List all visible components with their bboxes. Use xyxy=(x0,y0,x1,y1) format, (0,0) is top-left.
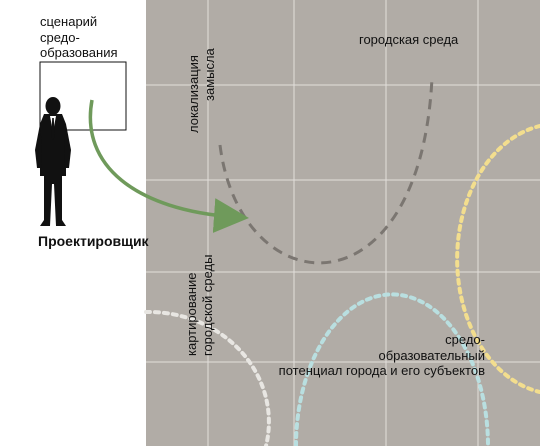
mapping-dotted-circle xyxy=(144,309,271,446)
potential-label-2: образовательный xyxy=(379,348,486,363)
businessman-silhouette-icon xyxy=(35,97,71,226)
potential-dotted-circle xyxy=(294,292,490,446)
panel-grid xyxy=(146,0,540,446)
scenario-label-3: образования xyxy=(40,45,118,60)
localization-label-2: замысла xyxy=(202,47,217,101)
scenario-label-1: сценарий xyxy=(40,14,97,29)
urban-environment-label: городская среда xyxy=(359,32,459,47)
potential-label-3: потенциал города и его субъектов xyxy=(279,363,485,378)
green-arrow xyxy=(88,99,249,233)
urban-dotted-circle xyxy=(455,124,540,394)
mapping-label-1: картирование xyxy=(184,273,199,356)
localization-label-1: локализация xyxy=(186,55,201,133)
designer-label: Проектировщик xyxy=(38,233,150,249)
tie xyxy=(51,118,55,141)
mapping-label-2: городской среды xyxy=(200,255,215,357)
potential-label-1: средо- xyxy=(445,332,485,347)
scenario-label-2: средо- xyxy=(40,30,80,45)
